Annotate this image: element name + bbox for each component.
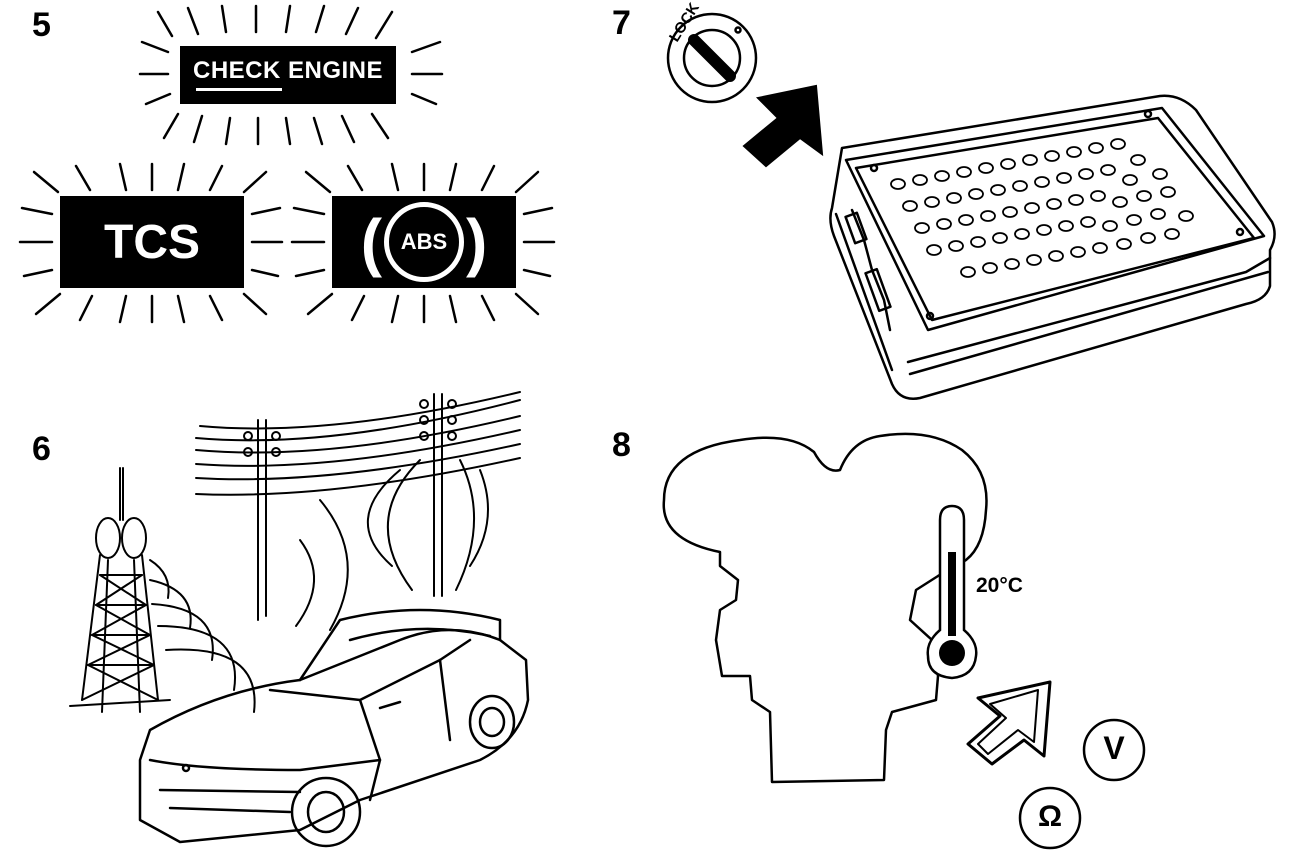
check-engine-rays-icon — [138, 4, 444, 146]
abs-label: ABS — [400, 229, 448, 254]
tcs-rays-icon — [18, 162, 284, 324]
measure-arrow-icon — [966, 680, 1052, 766]
connector-pins-icon — [890, 138, 1194, 278]
ohmmeter-symbol: Ω — [1037, 800, 1063, 833]
temperature-label: 20°C — [976, 574, 1023, 597]
insert-arrow-icon — [742, 84, 824, 168]
ignition-lock-icon — [666, 12, 758, 104]
tcs-label: TCS — [104, 215, 200, 269]
abs-rays-icon — [290, 162, 556, 324]
tcs-lamp: TCS — [60, 196, 244, 288]
radio-tower-icon — [69, 467, 171, 713]
panel-number-8: 8 — [612, 426, 631, 464]
abs-lamp: ( ABS ) — [332, 196, 516, 288]
tower-signal-waves-icon — [149, 559, 256, 713]
utility-pole-icon — [195, 391, 521, 621]
check-engine-underline — [196, 88, 282, 91]
meter-symbols-icon — [1018, 718, 1146, 850]
thermometer-icon — [926, 504, 978, 680]
voltmeter-symbol: V — [1103, 730, 1125, 766]
pole-field-waves-icon — [295, 459, 489, 631]
panel-number-7: 7 — [612, 4, 631, 42]
abs-ring-icon: ABS — [384, 202, 464, 282]
car-icon — [138, 608, 530, 848]
abs-right-bracket-icon: ) — [466, 206, 488, 278]
control-unit-icon — [829, 94, 1276, 400]
engine-outline-icon — [662, 432, 988, 784]
check-engine-lamp: CHECK ENGINE — [180, 46, 396, 104]
check-engine-label: CHECK ENGINE — [192, 57, 384, 84]
panel-number-5: 5 — [32, 6, 51, 44]
abs-left-bracket-icon: ( — [360, 206, 382, 278]
panel-number-6: 6 — [32, 430, 51, 468]
